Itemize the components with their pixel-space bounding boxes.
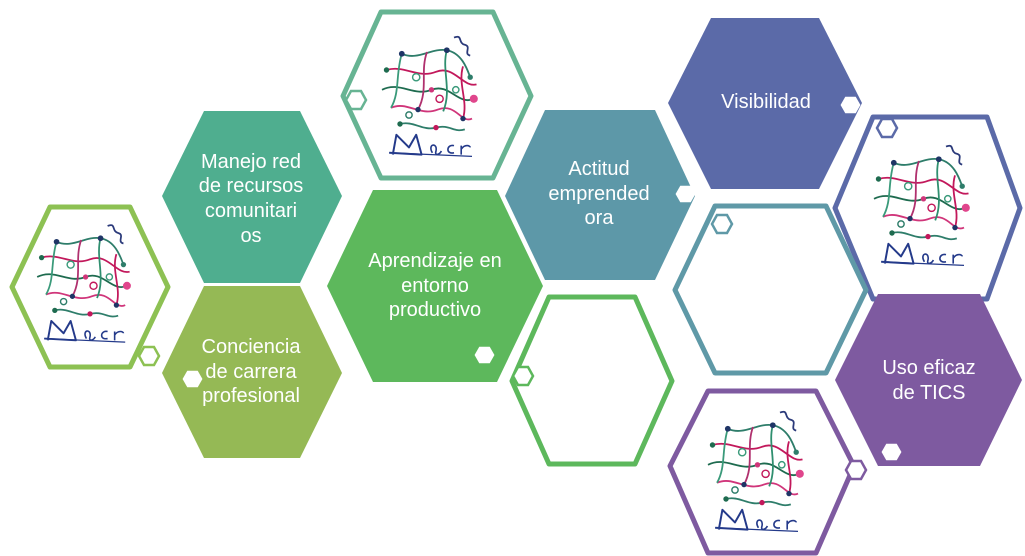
- connector-hexagon-icon: [511, 365, 535, 387]
- hexagon-aprendizaje: [327, 190, 543, 382]
- connector-hexagon-icon: [881, 443, 902, 461]
- connector-hexagon-icon: [306, 115, 327, 133]
- connector-hexagon-icon: [137, 345, 161, 367]
- hexagon-conciencia: [162, 286, 342, 458]
- connector-hexagon-icon: [182, 370, 203, 388]
- logo-hexagon-left: [9, 204, 171, 370]
- connector-hexagon-icon: [875, 117, 899, 139]
- hexagon-tics: [835, 294, 1022, 466]
- connector-hexagon-icon: [710, 213, 734, 235]
- logo-hexagon-right: [832, 114, 1023, 302]
- connector-hexagon-icon: [344, 89, 368, 111]
- logo-hexagon-top: [340, 9, 534, 181]
- connector-hexagon-icon: [675, 185, 696, 203]
- connector-hexagon-icon: [474, 346, 495, 364]
- logo-hexagon-bottom: [667, 388, 857, 556]
- hexagon-actitud: [505, 110, 695, 280]
- empty-hexagon-teal: [672, 203, 869, 376]
- connector-hexagon-icon: [840, 96, 861, 114]
- hexagon-visibilidad: [668, 18, 862, 189]
- empty-hexagon-green: [509, 294, 675, 467]
- hexagon-manejo: [162, 111, 342, 283]
- connector-hexagon-icon: [844, 459, 868, 481]
